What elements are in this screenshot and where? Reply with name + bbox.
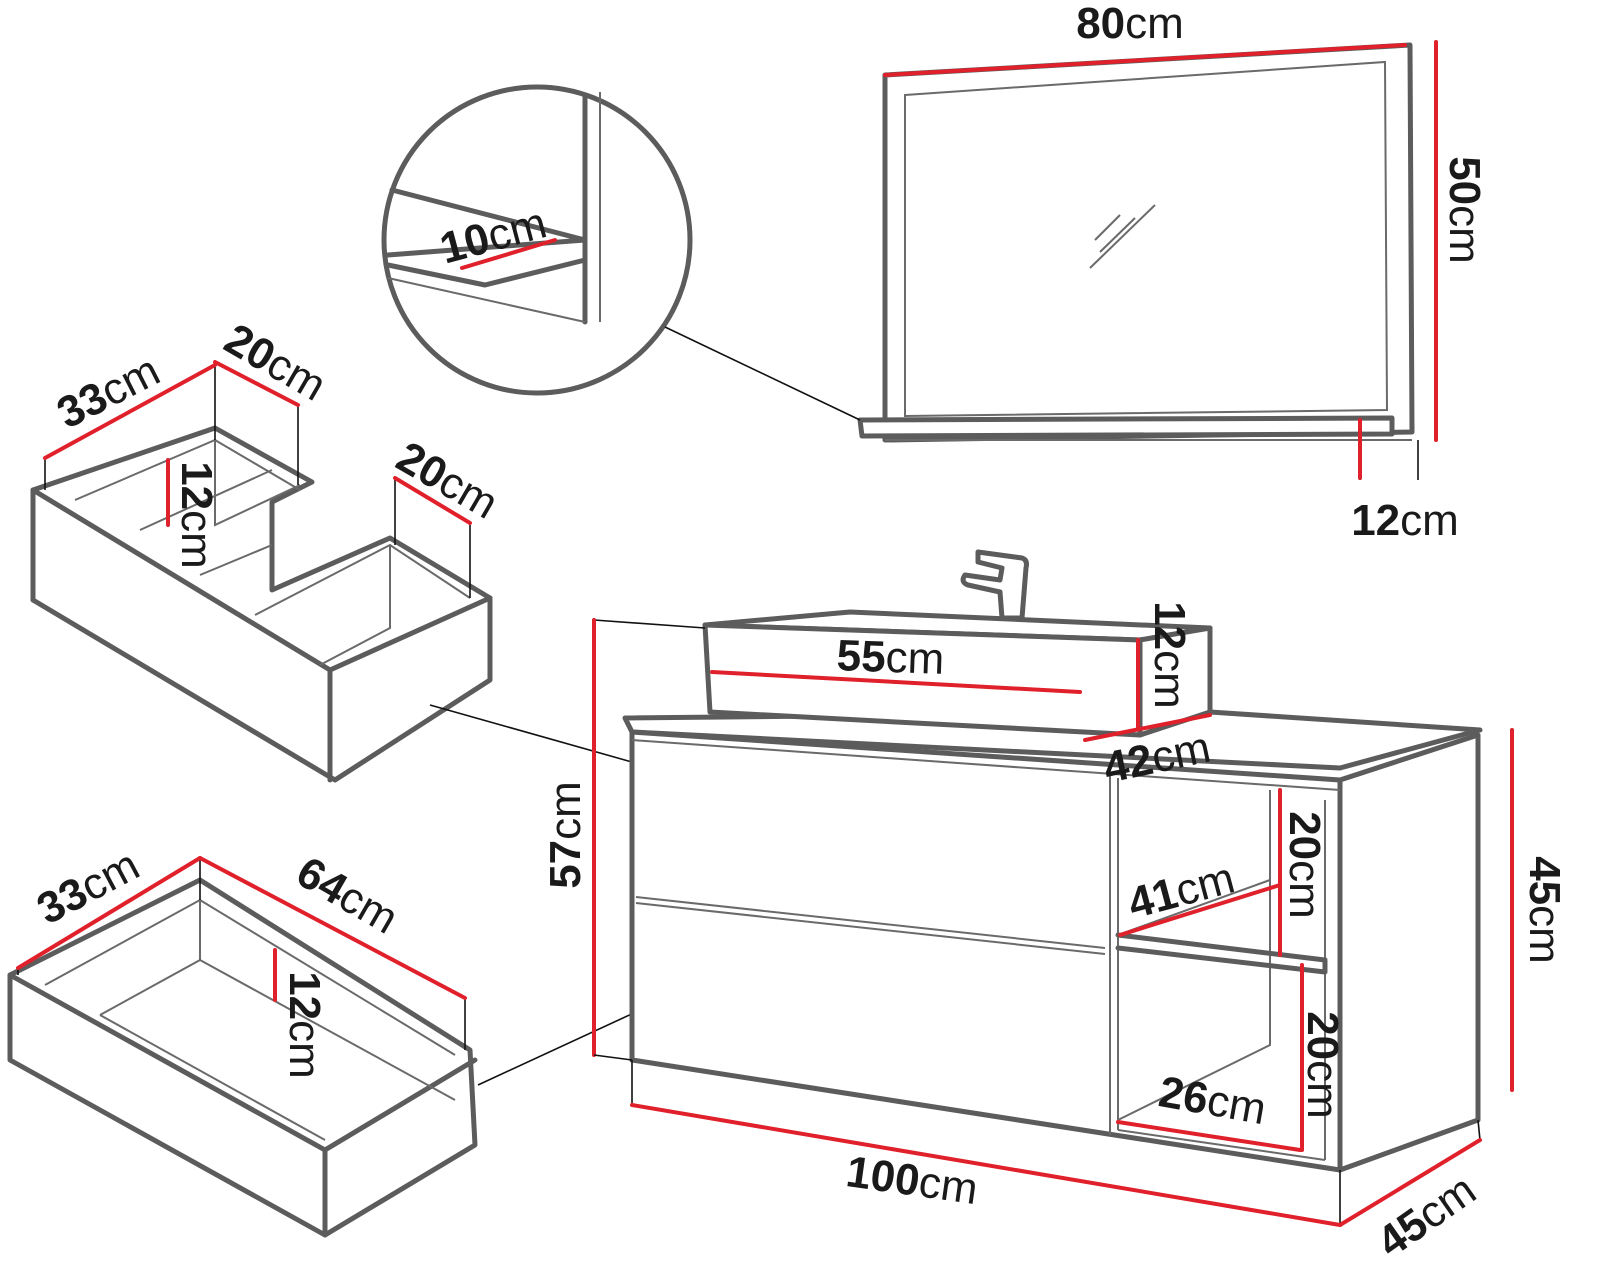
shelf-lower-width-label: 26cm <box>1155 1067 1269 1134</box>
shelf-lower-height-label: 20cm <box>1298 1011 1347 1119</box>
sink-width-label: 55cm <box>836 631 945 684</box>
sink-depth-label: 42cm <box>1099 723 1214 793</box>
mirror <box>857 40 1438 480</box>
bottom-drawer <box>7 856 691 1238</box>
vanity-cabinet <box>592 549 1514 1227</box>
shelf-depth-label: 41cm <box>1123 853 1240 928</box>
faucet-icon <box>960 549 1029 621</box>
drawer-top-height-label: 12cm <box>172 461 221 569</box>
glass-reflection-icon <box>1089 204 1156 269</box>
sink-height-label: 12cm <box>1145 601 1194 709</box>
cabinet-width-label: 100cm <box>843 1147 981 1214</box>
drawer-bottom-height-label: 12cm <box>280 971 329 1079</box>
mirror-width-label: 80cm <box>1076 0 1184 48</box>
top-drawer <box>30 360 679 783</box>
shelf-detail-circle <box>381 84 861 421</box>
drawer-top-right-width-label: 20cm <box>388 432 506 528</box>
mirror-shelf-label: 12cm <box>1351 496 1459 545</box>
mirror-height-label: 50cm <box>1440 156 1489 264</box>
shelf-upper-height-label: 20cm <box>1280 811 1329 919</box>
cabinet-total-height-label: 57cm <box>541 781 590 889</box>
cabinet-height-label: 45cm <box>1520 856 1569 964</box>
cabinet-depth-label: 45cm <box>1369 1165 1485 1267</box>
drawer-top-left-width-label: 20cm <box>216 314 334 410</box>
drawer-bottom-width-label: 64cm <box>288 847 406 943</box>
mirror-width-line <box>883 43 1407 77</box>
